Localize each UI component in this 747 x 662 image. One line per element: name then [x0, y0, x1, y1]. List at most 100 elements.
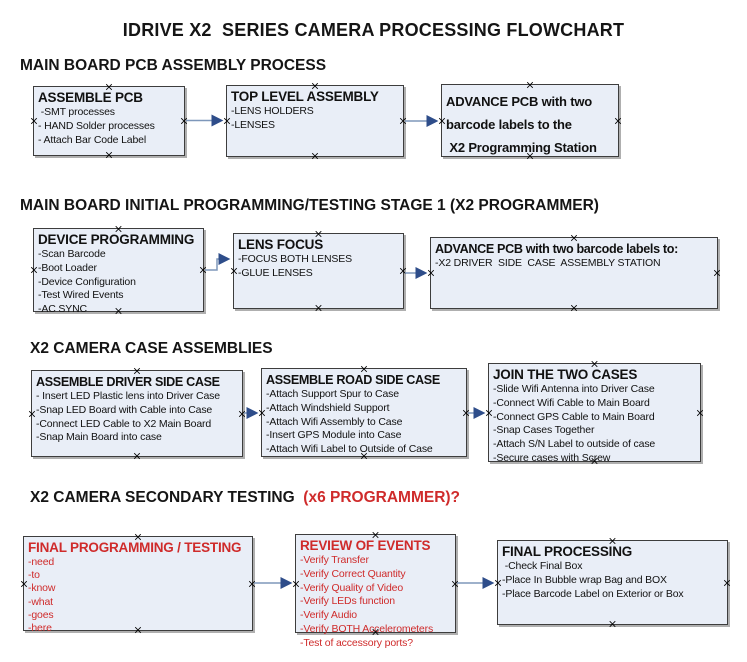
anchor-x-marker: × [398, 114, 408, 128]
box-item: -Attach S/N Label to outside of case [493, 438, 656, 451]
anchor-x-marker: × [613, 114, 623, 127]
box-item: -Attach Wifi Assembly to Case [266, 415, 403, 428]
box-item: -GLUE LENSES [238, 266, 313, 279]
anchor-x-marker: × [247, 577, 257, 590]
box-item: -Snap LED Board with Cable into Case [36, 403, 213, 416]
box-item: -Test of accessory ports? [300, 636, 413, 649]
box-item: -X2 DRIVER SIDE CASE ASSEMBLY STATION [435, 257, 661, 269]
flowchart-title: IDRIVE X2 SERIES CAMERA PROCESSING FLOWC… [122, 20, 625, 40]
box-item-list: -Check Final Box-Place In Bubble wrap Ba… [502, 560, 723, 601]
heading-red-part: (x6 PROGRAMMER)? [303, 489, 461, 506]
flow-box-review-of-events: REVIEW OF EVENTS -Verify Transfer-Verify… [291, 530, 460, 649]
box-item: -Place In Bubble wrap Bag and BOX [502, 573, 667, 586]
box-title: ASSEMBLE PCB [38, 90, 143, 105]
box-item: -goes [28, 608, 54, 621]
box-item: -LENSES [231, 118, 275, 131]
box-item: -Secure cases with Screw [493, 451, 611, 464]
box-item: -AC SYNC [38, 303, 87, 316]
anchor-x-marker: × [132, 449, 142, 463]
box-item: -Verify Transfer [300, 554, 369, 566]
anchor-x-marker: × [569, 301, 579, 315]
anchor-x-marker: × [313, 301, 324, 315]
box-item: -Connect Wifi Cable to Main Board [493, 396, 650, 409]
box-item: -FOCUS BOTH LENSES [238, 253, 352, 265]
box-item: -Scan Barcode [38, 248, 106, 260]
flow-box-join-the-two-cases: JOIN THE TWO CASES -Slide Wifi Antenna i… [484, 359, 705, 467]
box-item-list: - Insert LED Plastic lens into Driver Ca… [36, 390, 238, 445]
anchor-x-marker: × [310, 149, 320, 163]
box-item-list: -Verify Transfer-Verify Correct Quantity… [300, 554, 451, 651]
box-item: - Attach Bar Code Label [38, 133, 147, 146]
box-item: -Slide Wifi Antenna into Driver Case [493, 383, 655, 395]
anchor-x-marker: × [198, 263, 208, 277]
box-title: TOP LEVEL ASSEMBLY [231, 89, 379, 104]
box-title: ADVANCE PCB with two [446, 94, 592, 109]
box-item: -Connect GPS Cable to Main Board [493, 410, 655, 423]
flow-box-assemble-road-side-case: ASSEMBLE ROAD SIDE CASE -Attach Support … [257, 364, 471, 462]
box-item: barcode labels to the [446, 117, 572, 132]
anchor-x-marker: × [607, 617, 618, 631]
flow-box-lens-focus: LENS FOCUS -FOCUS BOTH LENSES-GLUE LENSE… [229, 229, 407, 314]
box-item: -Verify LEDs function [300, 595, 395, 608]
box-title: DEVICE PROGRAMMING [38, 232, 195, 247]
box-title: FINAL PROCESSING [502, 544, 633, 559]
box-title: LENS FOCUS [238, 237, 324, 252]
box-item-list: barcode labels to the X2 Programming Sta… [446, 113, 614, 159]
box-item: -Verify Correct Quantity [300, 567, 406, 580]
box-item: -Boot Loader [38, 261, 97, 274]
box-item: -LENS HOLDERS [231, 105, 314, 117]
heading-black-part: X2 CAMERA SECONDARY TESTING [30, 489, 304, 506]
box-item: -Place Barcode Label on Exterior or Box [502, 587, 684, 600]
anchor-x-marker: × [237, 407, 247, 420]
box-item: -SMT processes [38, 106, 115, 118]
box-item-list: -need-to-know-what-goes-here [28, 556, 248, 635]
box-title: REVIEW OF EVENTS [300, 538, 431, 553]
box-item: -to [28, 569, 40, 582]
box-title: FINAL PROGRAMMING / TESTING [28, 540, 242, 555]
section-heading-secondary-testing: X2 CAMERA SECONDARY TESTING (x6 PROGRAMM… [30, 489, 460, 507]
box-item-list: -Slide Wifi Antenna into Driver Case-Con… [493, 383, 696, 466]
anchor-x-marker: × [104, 148, 114, 162]
section-heading-initial-programming: MAIN BOARD INITIAL PROGRAMMING/TESTING S… [20, 197, 599, 214]
flow-box-device-programming: DEVICE PROGRAMMING -Scan Barcode-Boot Lo… [29, 224, 208, 317]
box-item: -need [28, 556, 55, 568]
box-title: ASSEMBLE DRIVER SIDE CASE [36, 375, 220, 389]
flow-box-final-processing: FINAL PROCESSING -Check Final Box-Place … [493, 536, 732, 630]
box-item: -Attach Windshield Support [266, 401, 390, 414]
anchor-x-marker: × [695, 406, 705, 419]
section-heading-case-assemblies: X2 CAMERA CASE ASSEMBLIES [30, 340, 273, 357]
anchor-x-marker: × [450, 577, 460, 590]
box-title: ADVANCE PCB with two barcode labels to: [435, 242, 678, 256]
anchor-x-marker: × [712, 266, 722, 280]
box-item: -what [28, 595, 53, 608]
box-item-list: -SMT processes- HAND Solder processes- A… [38, 106, 180, 147]
flow-arrow [205, 253, 231, 271]
flow-box-top-level-assembly: TOP LEVEL ASSEMBLY -LENS HOLDERS-LENSES … [222, 81, 408, 162]
box-title: ASSEMBLE ROAD SIDE CASE [266, 373, 440, 387]
box-item: -Attach Support Spur to Case [266, 388, 399, 400]
box-item: -Device Configuration [38, 275, 136, 288]
anchor-x-marker: × [722, 576, 732, 589]
anchor-x-marker: × [461, 406, 471, 419]
box-item: -Check Final Box [502, 560, 583, 572]
box-item: -Verify BOTH Accelerometers [300, 622, 434, 635]
box-item-list: -FOCUS BOTH LENSES-GLUE LENSES [238, 253, 399, 281]
box-item: -know [28, 582, 56, 595]
box-item: - Insert LED Plastic lens into Driver Ca… [36, 390, 220, 402]
box-item-list: -Attach Support Spur to Case-Attach Wind… [266, 388, 462, 457]
box-item: -Snap Main Board into case [36, 431, 162, 444]
anchor-x-marker: × [525, 78, 535, 92]
box-item: - HAND Solder processes [38, 119, 155, 132]
flow-box-final-programming-testing: FINAL PROGRAMMING / TESTING -need-to-kno… [19, 532, 257, 636]
flow-box-assemble-pcb: ASSEMBLE PCB -SMT processes- HAND Solder… [29, 82, 188, 161]
flow-box-advance-pcb-driver-side-station: ADVANCE PCB with two barcode labels to: … [426, 233, 722, 314]
box-item: -Verify Quality of Video [300, 581, 404, 594]
box-item: X2 Programming Station [446, 140, 597, 155]
box-item: -Insert GPS Module into Case [266, 429, 402, 442]
section-heading-pcb-assembly: MAIN BOARD PCB ASSEMBLY PROCESS [20, 57, 327, 74]
box-item: -here [28, 622, 52, 635]
box-item-list: -Scan Barcode-Boot Loader-Device Configu… [38, 248, 199, 317]
flow-box-assemble-driver-side-case: ASSEMBLE DRIVER SIDE CASE - Insert LED P… [27, 366, 247, 462]
box-item: -Test Wired Events [38, 289, 124, 302]
